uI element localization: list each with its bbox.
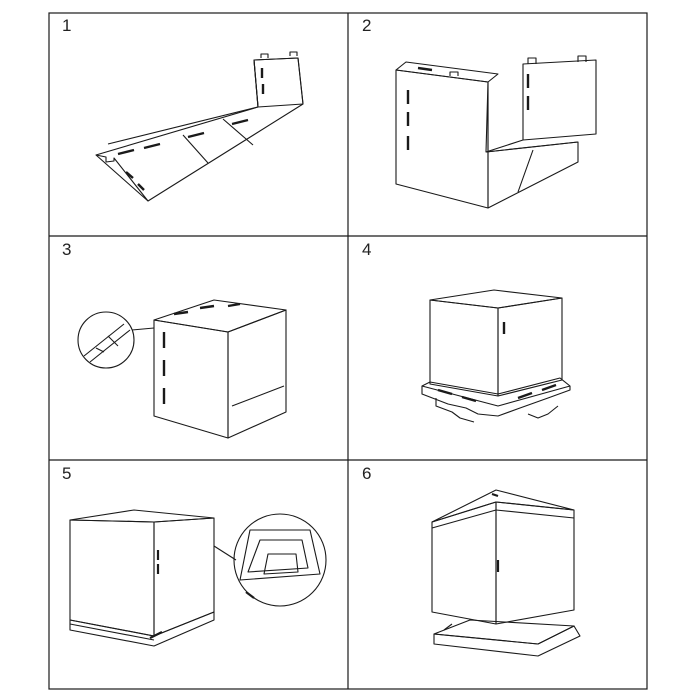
step-2-partially-folded-box-illustration	[395, 55, 597, 209]
step-number-2: 2	[362, 16, 372, 35]
step-4-box-on-base-illustration	[421, 289, 571, 423]
step-number-6: 6	[362, 464, 372, 483]
step-number-3: 3	[62, 240, 72, 259]
grid-frame	[48, 12, 648, 690]
step-1-flat-box-illustration	[95, 51, 304, 202]
step-number-1: 1	[62, 16, 72, 35]
step-6-box-lifted-illustration	[431, 489, 581, 657]
step-number-5: 5	[62, 464, 72, 483]
step-5-box-with-base-illustration	[69, 509, 327, 647]
instruction-grid: 1 2 3 4 5 6	[48, 12, 648, 690]
step-3-folded-tube-illustration	[77, 299, 287, 439]
step-number-4: 4	[362, 240, 372, 259]
